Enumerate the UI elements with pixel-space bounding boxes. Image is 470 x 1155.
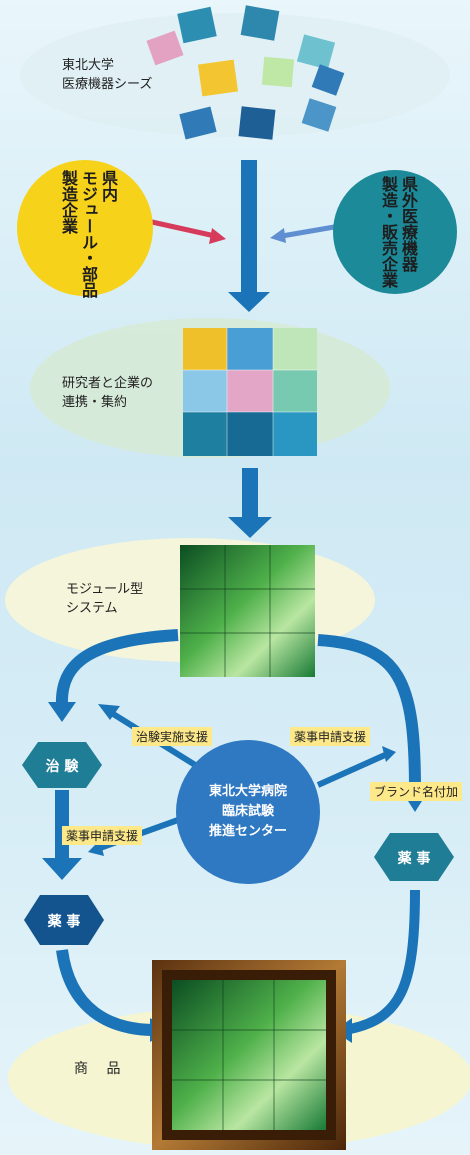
right-company-label: 県外医療機器 製造・販売企業 bbox=[379, 176, 418, 288]
yakuji-right-head bbox=[382, 746, 396, 762]
left-curve-arrow bbox=[55, 629, 179, 706]
arrow-shaft-mid bbox=[242, 468, 258, 520]
trial-hex-label: 治 験 bbox=[45, 759, 79, 775]
center-circle bbox=[176, 740, 320, 884]
red-arrow bbox=[151, 219, 216, 239]
trial-support-tag: 治験実施支援 bbox=[132, 727, 213, 746]
right-curve-arrow bbox=[317, 634, 421, 791]
blue-left-arrow bbox=[281, 223, 341, 239]
yakuji-right-tag: 薬事申請支援 bbox=[290, 727, 371, 746]
product-label: 商 品 bbox=[74, 1061, 121, 1077]
main-arrow-head-top bbox=[228, 292, 270, 312]
red-arrow-head bbox=[209, 228, 226, 244]
yakuji-right-arrow bbox=[316, 752, 387, 788]
green-puzzle-icon bbox=[180, 545, 315, 677]
trial-down-shaft bbox=[55, 790, 69, 860]
seeds-label: 東北大学 医療機器シーズ bbox=[62, 58, 153, 92]
framed-puzzle-icon bbox=[152, 960, 346, 1150]
arrow-head-mid bbox=[228, 517, 272, 538]
yakuji-left-hex bbox=[24, 895, 104, 945]
right-company-circle bbox=[333, 170, 457, 294]
yakuji-right-label: 薬 事 bbox=[397, 851, 431, 867]
alliance-label: 研究者と企業の 連携・集約 bbox=[62, 376, 154, 410]
trial-support-head bbox=[98, 704, 120, 720]
yakuji-right-hex bbox=[374, 833, 454, 881]
trial-hex bbox=[22, 742, 102, 788]
trial-down-head bbox=[42, 858, 82, 880]
yakuji-left-label: 薬 事 bbox=[47, 914, 81, 930]
left-curve-head bbox=[48, 702, 76, 722]
puzzle-pieces-icon bbox=[146, 5, 345, 140]
right-to-product bbox=[344, 889, 420, 1035]
main-arrow-shaft-top bbox=[241, 160, 257, 295]
left-company-circle bbox=[17, 160, 153, 296]
left-to-product bbox=[56, 949, 156, 1036]
yakuji-left-tag: 薬事申請支援 bbox=[62, 826, 143, 845]
module-label: モジュール型 システム bbox=[66, 582, 144, 616]
left-company-label: 県内 モジュール・部品 製造企業 bbox=[59, 170, 118, 298]
puzzle-grid-icon bbox=[183, 328, 317, 456]
center-label: 東北大学病院 臨床試験 推進センター bbox=[208, 784, 287, 839]
brand-tag: ブランド名付加 bbox=[370, 782, 463, 801]
blue-left-arrow-head bbox=[270, 228, 286, 243]
